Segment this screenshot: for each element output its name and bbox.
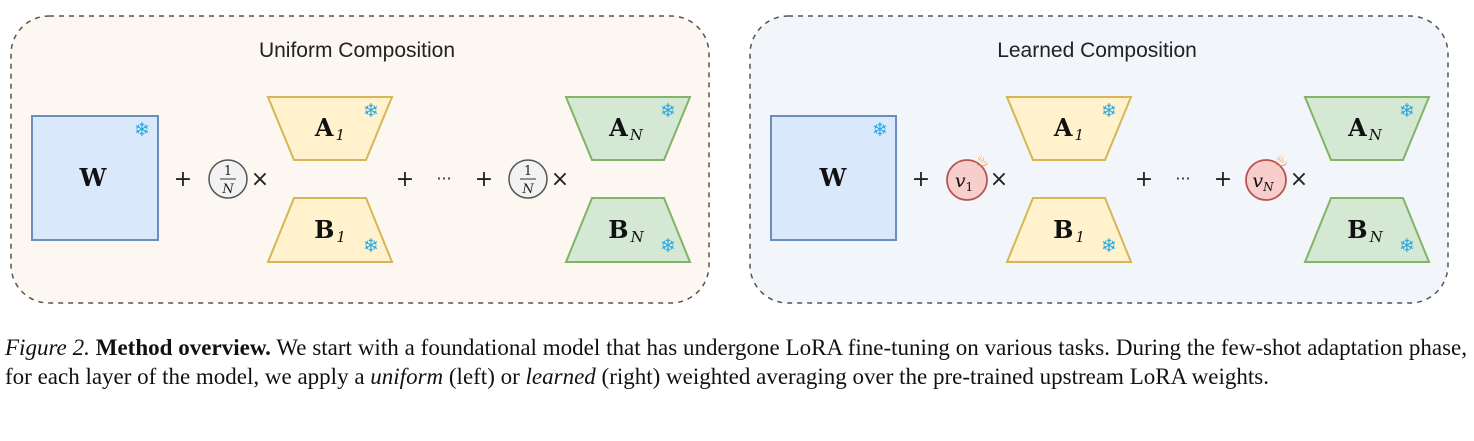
base-weight-block: W ❄ xyxy=(31,115,159,241)
learned-coefficient-v1: v1 ♨ xyxy=(946,151,989,201)
plus-sign: + xyxy=(475,167,493,192)
figure-caption: Figure 2. Method overview. We start with… xyxy=(5,333,1467,391)
snowflake-icon: ❄ xyxy=(1101,100,1117,122)
lora-an-shape xyxy=(564,96,692,161)
base-weight-label: W xyxy=(819,163,848,192)
plus-sign: + xyxy=(1214,167,1232,192)
caption-heading: Method overview. xyxy=(95,335,271,360)
base-weight-box xyxy=(770,115,897,241)
caption-text: (right) weighted averaging over the pre-… xyxy=(601,364,1269,389)
coefficient-vn-label: vN xyxy=(1252,170,1274,194)
snowflake-icon: ❄ xyxy=(363,235,379,257)
coefficient-1-over-n: 1 N xyxy=(508,159,548,199)
snowflake-icon: ❄ xyxy=(1399,100,1415,122)
lora-b1-shape xyxy=(266,197,394,263)
lora-an-shape xyxy=(1303,96,1431,161)
lora-b1-shape xyxy=(1005,197,1133,263)
plus-sign: + xyxy=(396,167,414,192)
coefficient-circle xyxy=(946,159,988,201)
lora-bn-shape xyxy=(1303,197,1431,263)
snowflake-icon: ❄ xyxy=(1399,235,1415,257)
coefficient-circle xyxy=(1245,159,1287,201)
lora-a1-shape xyxy=(1005,96,1133,161)
times-sign: × xyxy=(990,167,1008,192)
snowflake-icon: ❄ xyxy=(872,119,888,141)
coefficient-v1-label: v1 xyxy=(955,170,973,194)
ellipsis: ··· xyxy=(436,169,451,188)
caption-learned-word: learned xyxy=(525,364,596,389)
coefficient-numerator: 1 xyxy=(224,164,232,179)
coefficient-denominator: N xyxy=(221,182,234,197)
uniform-panel-title: Uniform Composition xyxy=(259,39,455,62)
coefficient-numerator: 1 xyxy=(524,164,532,179)
times-sign: × xyxy=(551,167,569,192)
lora-a1-shape xyxy=(266,96,394,161)
caption-text: We start with a foundational model that … xyxy=(5,335,1468,389)
flame-icon: ♨ xyxy=(1274,151,1288,170)
coefficient-denominator: N xyxy=(521,182,534,197)
flame-icon: ♨ xyxy=(975,151,989,170)
lora-bn-shape xyxy=(564,197,692,263)
snowflake-icon: ❄ xyxy=(660,100,676,122)
snowflake-icon: ❄ xyxy=(134,119,150,141)
times-sign: × xyxy=(251,167,269,192)
base-weight-block: W ❄ xyxy=(770,115,897,241)
plus-sign: + xyxy=(1135,167,1153,192)
snowflake-icon: ❄ xyxy=(660,235,676,257)
caption-text: (left) or xyxy=(448,364,520,389)
snowflake-icon: ❄ xyxy=(363,100,379,122)
base-weight-box xyxy=(31,115,159,241)
base-weight-label: W xyxy=(79,163,108,192)
ellipsis: ··· xyxy=(1175,169,1190,188)
caption-uniform-word: uniform xyxy=(370,364,444,389)
plus-sign: + xyxy=(174,167,192,192)
coefficient-1-over-n: 1 N xyxy=(208,159,248,199)
learned-coefficient-vn: vN ♨ xyxy=(1245,151,1288,201)
times-sign: × xyxy=(1290,167,1308,192)
snowflake-icon: ❄ xyxy=(1101,235,1117,257)
learned-panel-title: Learned Composition xyxy=(997,39,1197,62)
figure-label: Figure 2. xyxy=(5,335,90,360)
plus-sign: + xyxy=(912,167,930,192)
